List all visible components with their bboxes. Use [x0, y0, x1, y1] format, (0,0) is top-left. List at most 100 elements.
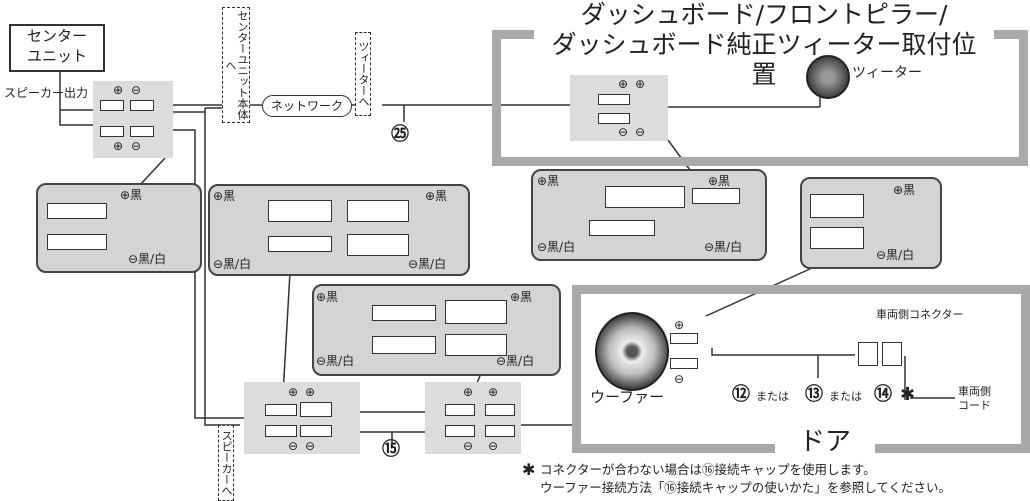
plus-sign: ⊕: [635, 77, 646, 91]
minus-sign: ⊖: [488, 439, 499, 453]
connector-icon: [670, 333, 698, 344]
callout-panel-door: [800, 177, 942, 269]
minus-sign: ⊖: [635, 125, 646, 139]
plus-sign: ⊕: [113, 83, 124, 97]
footnote-asterisk: ✱: [522, 460, 536, 479]
cable-number-15: ⑮: [382, 439, 400, 460]
connector-icon: [100, 100, 124, 111]
minus-sign: ⊖: [618, 125, 629, 139]
connector-icon: [810, 227, 864, 249]
minus-black-white-label: ⊖黒/白: [213, 257, 252, 271]
connector-icon: [300, 402, 332, 417]
footnote-line-2: ウーファー接続方法「⑯接続キャップの使いかた」を参照してください。: [540, 480, 952, 495]
minus-sign: ⊖: [463, 439, 474, 453]
minus-black-white-label: ⊖黒/白: [876, 248, 915, 262]
tag-to-tweeter: ツィーターへ: [355, 32, 371, 116]
junction-tweeter: [570, 75, 668, 141]
speaker-output-label: スピーカー出力: [4, 86, 89, 100]
connector-icon: [670, 358, 698, 369]
plus-black-label: ⊕黒: [120, 188, 143, 202]
connector-icon: [485, 404, 515, 416]
connector-icon: [445, 404, 475, 416]
connector-icon: [265, 425, 297, 437]
center-unit-label-1: センター: [26, 27, 87, 45]
tweeter-label: ツィーター: [852, 65, 922, 81]
title-line-1: ダッシュボード/フロントピラー/: [580, 0, 948, 29]
plus-sign: ⊕: [674, 318, 685, 332]
plus-black-label: ⊕黒: [510, 290, 533, 304]
connector-icon: [300, 425, 332, 437]
plus-black-label: ⊕黒: [708, 174, 731, 188]
plus-black-label: ⊕黒: [213, 189, 236, 203]
callout-panel-tweeter: [531, 169, 767, 261]
callout-panel-center: [36, 183, 202, 273]
junction-center-unit: [93, 81, 173, 158]
connector-icon: [598, 94, 630, 105]
connector-icon: [605, 186, 685, 208]
or-text-2: または: [829, 390, 862, 403]
plus-sign: ⊕: [463, 385, 474, 399]
minus-black-white-label: ⊖黒/白: [316, 354, 355, 368]
plus-black-label: ⊕黒: [537, 174, 560, 188]
minus-sign: ⊖: [288, 439, 299, 453]
minus-sign: ⊖: [674, 372, 685, 386]
connector-icon: [268, 200, 332, 222]
title-line-2: ダッシュボード純正ツィーター取付位置: [551, 30, 977, 89]
plus-sign: ⊕: [113, 139, 124, 153]
tweeter-icon: [806, 55, 850, 99]
connector-icon: [692, 188, 740, 204]
cable-number-13: ⑬: [805, 384, 823, 405]
connector-icon: [372, 336, 436, 354]
cable-number-25: ㉕: [391, 124, 409, 145]
minus-sign: ⊖: [131, 83, 142, 97]
connector-icon: [485, 425, 515, 437]
connector-icon: [347, 234, 409, 256]
callout-panel-middle: [208, 184, 470, 276]
connector-icon: [47, 203, 107, 219]
network-label: ネットワーク: [262, 95, 353, 117]
vehicle-connector-label: 車両側コネクター: [876, 308, 964, 321]
minus-black-white-label: ⊖黒/白: [128, 252, 167, 266]
plus-black-label: ⊕黒: [893, 183, 916, 197]
minus-black-white-label: ⊖黒/白: [496, 354, 535, 368]
woofer-label: ウーファー: [590, 388, 665, 406]
junction-network: [425, 382, 521, 454]
minus-sign: ⊖: [305, 439, 316, 453]
minus-black-white-label: ⊖黒/白: [408, 257, 447, 271]
connector-icon: [445, 334, 507, 356]
tag-to-speaker: スピーカーへ: [218, 425, 234, 501]
minus-black-white-label: ⊖黒/白: [704, 240, 743, 254]
connector-icon: [47, 234, 107, 250]
vehicle-cord-label: 車両側 コード: [958, 385, 991, 412]
center-unit-box: センター ユニット: [9, 24, 105, 72]
minus-black-white-label: ⊖黒/白: [537, 240, 576, 254]
connector-icon: [347, 200, 409, 222]
connector-icon: [598, 113, 630, 124]
vehicle-connector-icon: [882, 342, 902, 366]
door-title: ドア: [775, 427, 875, 457]
plus-sign: ⊕: [288, 385, 299, 399]
connector-icon: [100, 126, 124, 137]
junction-speaker: [244, 382, 360, 454]
connector-icon: [445, 425, 475, 437]
plus-sign: ⊕: [305, 385, 316, 399]
connector-icon: [810, 194, 864, 218]
callout-panel-lower: [312, 284, 561, 376]
connector-icon: [130, 100, 154, 111]
connector-icon: [265, 404, 297, 416]
cable-number-12: ⑫: [732, 384, 750, 405]
tag-to-center-unit: センターユニット本体へ: [222, 7, 250, 123]
connector-icon: [589, 220, 655, 236]
plus-black-label: ⊕黒: [316, 290, 339, 304]
connector-icon: [130, 126, 154, 137]
connector-icon: [268, 236, 332, 252]
minus-sign: ⊖: [131, 139, 142, 153]
plus-sign: ⊕: [618, 77, 629, 91]
woofer-speaker-icon: [595, 312, 669, 391]
footnote-line-1: コネクターが合わない場合は⑯接続キャップを使用します。: [540, 462, 876, 477]
vehicle-connector-icon: [858, 342, 878, 366]
asterisk-mark: ✱: [900, 384, 916, 405]
center-unit-label-2: ユニット: [26, 47, 87, 65]
plus-sign: ⊕: [488, 385, 499, 399]
